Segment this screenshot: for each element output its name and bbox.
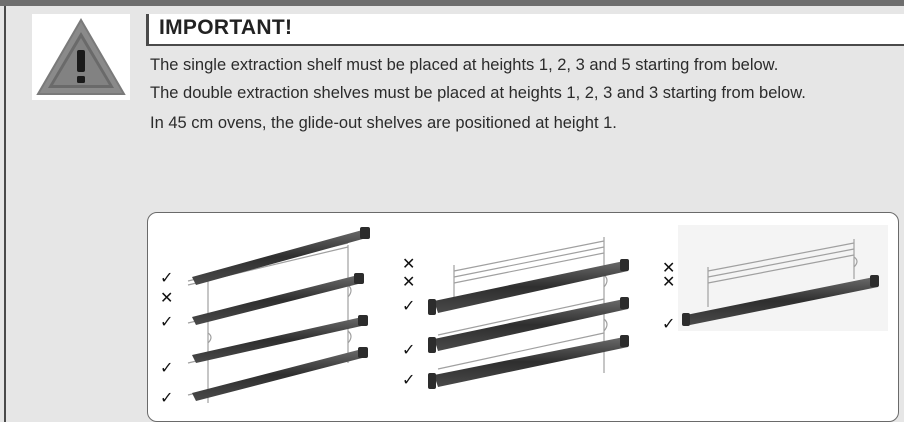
paragraph-45cm-ovens: In 45 cm ovens, the glide-out shelves ar…	[150, 114, 617, 132]
header-bar: IMPORTANT!	[146, 14, 904, 44]
45cm-shelf-marks: ✕ ✕ ✓	[662, 258, 675, 333]
mark-level-1: ✓	[402, 370, 415, 389]
45cm-shelf-rail	[682, 275, 879, 326]
paragraph-single-shelf: The single extraction shelf must be plac…	[150, 56, 779, 74]
notice-text: The single extraction shelf must be plac…	[150, 52, 902, 138]
paragraph-double-shelves: The double extraction shelves must be pl…	[150, 84, 806, 102]
mark-level-5: ✕	[402, 254, 415, 273]
warning-badge	[32, 14, 130, 100]
mark-level-2: ✓	[402, 340, 415, 359]
left-divider	[4, 6, 6, 422]
mark-level-1: ✓	[662, 314, 675, 333]
single-shelf-rails	[192, 227, 370, 401]
shelf-illustrations: ✓ ✕ ✓ ✓ ✓	[160, 227, 879, 407]
mark-level-4: ✕	[402, 272, 415, 291]
mark-level-4: ✕	[160, 288, 173, 307]
mark-level-3: ✓	[160, 312, 173, 331]
figure-single-extraction-shelf	[187, 227, 370, 403]
double-shelf-marks: ✕ ✕ ✓ ✓ ✓	[402, 254, 415, 389]
figure-double-extraction-shelves	[428, 237, 629, 389]
header-underline	[146, 44, 904, 46]
mark-level-1: ✓	[160, 388, 173, 407]
shelf-illustration-frame: ✓ ✕ ✓ ✓ ✓	[147, 212, 899, 422]
mark-level-2: ✕	[662, 272, 675, 291]
mark-level-5: ✓	[160, 268, 173, 287]
double-shelf-rails	[428, 259, 629, 389]
single-shelf-marks: ✓ ✕ ✓ ✓ ✓	[160, 268, 173, 407]
mark-level-2: ✓	[160, 358, 173, 377]
figure-45cm-oven-shelf	[682, 239, 879, 326]
warning-triangle-icon	[36, 18, 126, 95]
mark-level-3: ✕	[662, 258, 675, 277]
mark-level-3: ✓	[402, 296, 415, 315]
notice-title: IMPORTANT!	[159, 16, 293, 39]
